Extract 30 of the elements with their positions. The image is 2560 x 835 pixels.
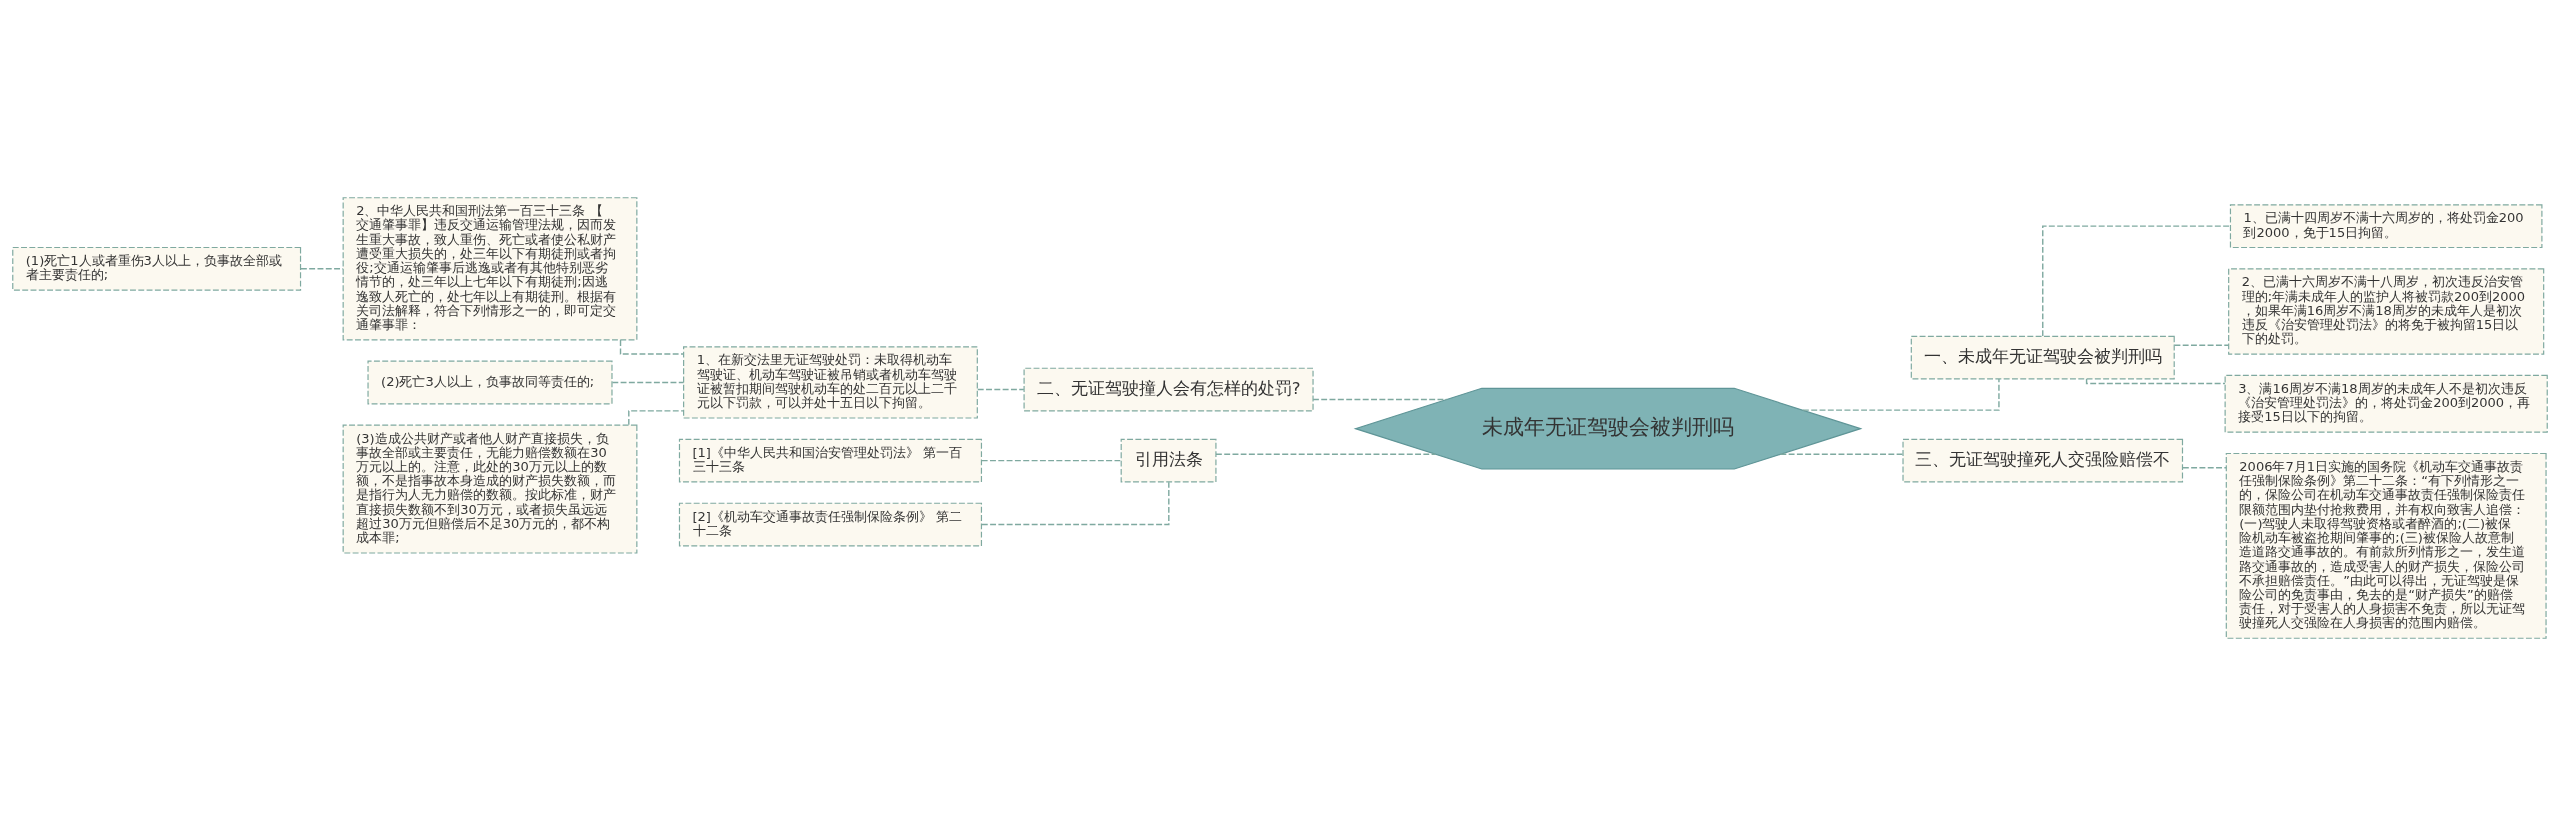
connector <box>628 409 685 426</box>
node-box: 三、无证驾驶撞死人交强险赔偿不 <box>1902 438 2184 483</box>
connector <box>1312 398 1448 400</box>
node-box: (3)造成公共财产或者他人财产直接损失，负事故全部或主要责任，无能力赔偿数额在30万元以上的。注意，此处的30万元以上的数额，不是指事故本身造成的财产损失数额，而是指行为人无力赔偿的数额。按此标准，财产直接损失数额不到30万元，或者损失虽远远超过30万元但赔偿后不足30万元的，都不构成本罪; <box>342 424 638 554</box>
connector <box>611 381 685 383</box>
connector <box>2085 377 2226 384</box>
node-box: 一、未成年无证驾驶会被判刑吗 <box>1910 335 2175 379</box>
connector <box>1779 453 1904 455</box>
connector <box>1215 453 1436 455</box>
node-box: 1、在新交法里无证驾驶处罚：未取得机动车驾驶证、机动车驾驶证被吊销或者机动车驾驶证被暂扣期间驾驶机动车的处二百元以上二千元以下罚款，可以并处十五日以下拘留。 <box>683 345 978 419</box>
node-box: 二、无证驾驶撞人会有怎样的处罚? <box>1023 367 1314 411</box>
node-box: 1、已满十四周岁不满十六周岁的，将处罚金200到2000，免于15日拘留。 <box>2229 203 2543 248</box>
connector <box>2042 224 2231 337</box>
connector <box>619 338 685 355</box>
connector <box>1802 377 2000 411</box>
node-box: [1]《中华人民共和国治安管理处罚法》 第一百三十三条 <box>678 438 983 483</box>
node-box: [2]《机动车交通事故责任强制保险条例》 第二十二条 <box>678 502 983 546</box>
connector <box>2173 343 2229 346</box>
node-box: (1)死亡1人或者重伤3人以上，负事故全部或者主要责任的; <box>12 246 302 291</box>
node-box: 引用法条 <box>1120 438 1217 483</box>
connector <box>2182 466 2227 468</box>
node-box: (2)死亡3人以上，负事故同等责任的; <box>367 360 613 404</box>
connector <box>981 459 1122 461</box>
connector <box>300 267 344 269</box>
node-box: 2、中华人民共和国刑法第一百三十三条 【交通肇事罪】违反交通运输管理法规，因而发生重大事故，致人重伤、死亡或者使公私财产遭受重大损失的，处三年以下有期徒刑或者拘役;交通运输肇事后逃逸或者有其他特别恶劣情节的，处三年以上七年以下有期徒刑;因逃逸致人死亡的，处七年以上有期徒刑。根据有关司法解释，符合下列情形之一的，即可定交通肇事罪： <box>342 196 638 340</box>
connector <box>981 481 1170 525</box>
node-box: 2、已满十六周岁不满十八周岁，初次违反治安管理的;年满未成年人的监护人将被罚款200到2000，如果年满16周岁不满18周岁的未成年人是初次违反《治安管理处罚法》的将免于被拘留15日以下的处罚。 <box>2228 267 2545 355</box>
connector <box>977 388 1025 390</box>
node-box: 2006年7月1日实施的国务院《机动车交通事故责任强制保险条例》第二十二条：“有下列情形之一的，保险公司在机动车交通事故责任强制保险责任限额范围内垫付抢救费用，并有权向致害人追偿：(一)驾驶人未取得驾驶资格或者醉酒的;(二)被保险机动车被盗抢期间肇事的;(三)被保险人故意制造道路交通事故的。有前款所列情形之一，发生道路交通事故的，造成受害人的财产损失，保险公司不承担赔偿责任。”由此可以得出，无证驾驶是保险公司的免责事由，免去的是“财产损失”的赔偿责任，对于受害人的人身损害不免责，所以无证驾驶撞死人交强险在人身损害的范围内赔偿。 <box>2225 452 2547 639</box>
node-box: 3、满16周岁不满18周岁的未成年人不是初次违反《治安管理处罚法》的，将处罚金200到2000，再接受15日以下的拘留。 <box>2224 374 2548 433</box>
